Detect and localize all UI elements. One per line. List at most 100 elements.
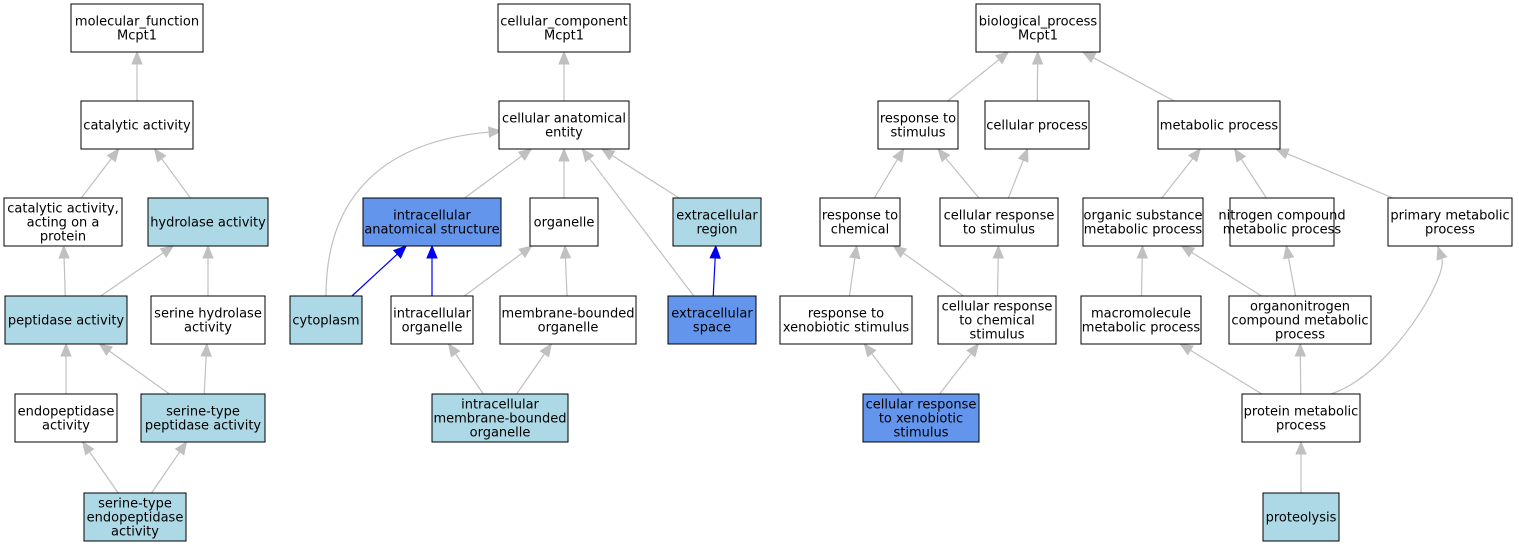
node-label-line: anatomical structure	[364, 223, 499, 238]
edge-arrowhead	[709, 244, 721, 259]
node-label-line: chemical	[831, 223, 889, 238]
node-label-line: biological_process	[979, 15, 1098, 30]
node-label-line: metabolic process	[1160, 119, 1279, 134]
node-box	[140, 393, 266, 443]
edge-serine_peptidase-to-serine_hydrolase	[200, 342, 212, 395]
edge-arrowhead	[966, 342, 980, 358]
node-box	[1157, 100, 1281, 150]
edge-line	[871, 353, 904, 395]
node-box	[975, 3, 1101, 53]
edge-arrowhead	[58, 244, 70, 259]
edge-arrowhead	[1233, 147, 1247, 163]
node-box	[819, 197, 901, 247]
edge-intra_mem_org-to-mem_org	[516, 342, 553, 395]
edge-cat_protein-to-catalytic	[80, 147, 120, 199]
edge-line	[150, 451, 181, 494]
edge-arrowhead	[426, 244, 438, 259]
node-box	[667, 295, 757, 345]
edge-arrowhead	[558, 147, 570, 162]
node-label-line: catalytic activity,	[7, 202, 119, 217]
edge-line	[1093, 57, 1175, 102]
edge-organonitro-to-nitro	[1283, 244, 1297, 297]
edge-arrowhead	[1179, 343, 1194, 356]
edge-proteolysis-to-protein_met	[1295, 440, 1307, 493]
edge-line	[1240, 158, 1267, 199]
node-box	[147, 197, 269, 247]
node-box	[1082, 197, 1204, 247]
edge-line	[902, 252, 964, 297]
edge-arrowhead	[1180, 245, 1196, 258]
node-box	[150, 295, 266, 345]
node-label-line: organic substance	[1084, 209, 1203, 224]
node-label-line: peptidase activity	[145, 419, 262, 434]
node-label-line: Mcpt1	[1018, 29, 1058, 44]
edge-mem_org-to-organelle	[559, 244, 572, 297]
node-box	[83, 492, 187, 542]
node-label-line: proteolysis	[1266, 511, 1337, 526]
edge-extra_space-to-cae	[581, 147, 695, 297]
node-label-line: macromolecule	[1091, 307, 1191, 322]
edge-met_proc-to-bp_root	[1081, 51, 1175, 102]
edge-arrowhead	[1081, 51, 1097, 63]
node-box	[672, 197, 762, 247]
node-label-line: organonitrogen	[1250, 300, 1350, 315]
node-box	[1228, 295, 1372, 345]
edge-arrowhead	[1294, 342, 1307, 357]
node-label-line: primary metabolic	[1390, 209, 1509, 224]
edge-line	[1330, 258, 1443, 395]
edge-line	[516, 353, 545, 395]
edge-arrowhead	[1136, 244, 1149, 259]
node-label-line: endopeptidase	[18, 405, 115, 420]
node-label-line: compound metabolic	[1231, 314, 1368, 329]
node-box	[499, 295, 637, 345]
node-label-line: cellular_component	[500, 15, 628, 30]
edge-line	[100, 252, 164, 297]
edge-hydrolase-to-catalytic	[153, 147, 191, 199]
edge-line	[939, 353, 972, 395]
edge-line	[564, 257, 568, 297]
edge-endopeptidase-to-peptidase	[60, 342, 72, 394]
edge-arrowhead	[539, 342, 553, 358]
edge-line	[1286, 153, 1394, 199]
edge-nitro-to-met_proc	[1233, 147, 1267, 199]
node-label-line: extracellular	[671, 307, 753, 322]
edge-resp_xeno-to-resp_chem	[848, 244, 861, 297]
node-box	[3, 197, 123, 247]
edge-arrowhead	[153, 147, 167, 163]
edge-line	[464, 155, 523, 199]
edge-line	[611, 154, 680, 199]
node-box	[497, 3, 631, 53]
node-box	[937, 295, 1057, 345]
edge-macro-to-org_sub	[1136, 244, 1149, 297]
edge-arrowhead	[849, 244, 861, 260]
node-label-line: intracellular	[393, 307, 471, 322]
edge-arrowhead	[392, 245, 407, 259]
node-box	[779, 295, 913, 345]
edge-line	[463, 252, 523, 297]
node-box	[1387, 197, 1513, 247]
node-label-line: response to	[880, 112, 956, 127]
node-label-line: serine hydrolase	[154, 307, 262, 322]
edge-protein_met-to-organonitro	[1294, 342, 1307, 395]
node-box	[862, 393, 980, 443]
edge-cytoplasm-to-ias	[351, 245, 407, 297]
node-box	[70, 3, 204, 53]
node-label-line: metabolic process	[1223, 223, 1342, 238]
node-box	[877, 100, 959, 150]
edge-intra_org-to-ias	[426, 244, 438, 296]
edge-arrowhead	[559, 244, 572, 259]
edge-arrowhead	[1017, 147, 1029, 163]
edge-serine_endo-to-endopeptidase	[81, 440, 119, 494]
go-term-node-hydrolase: hydrolase activity	[147, 197, 269, 247]
